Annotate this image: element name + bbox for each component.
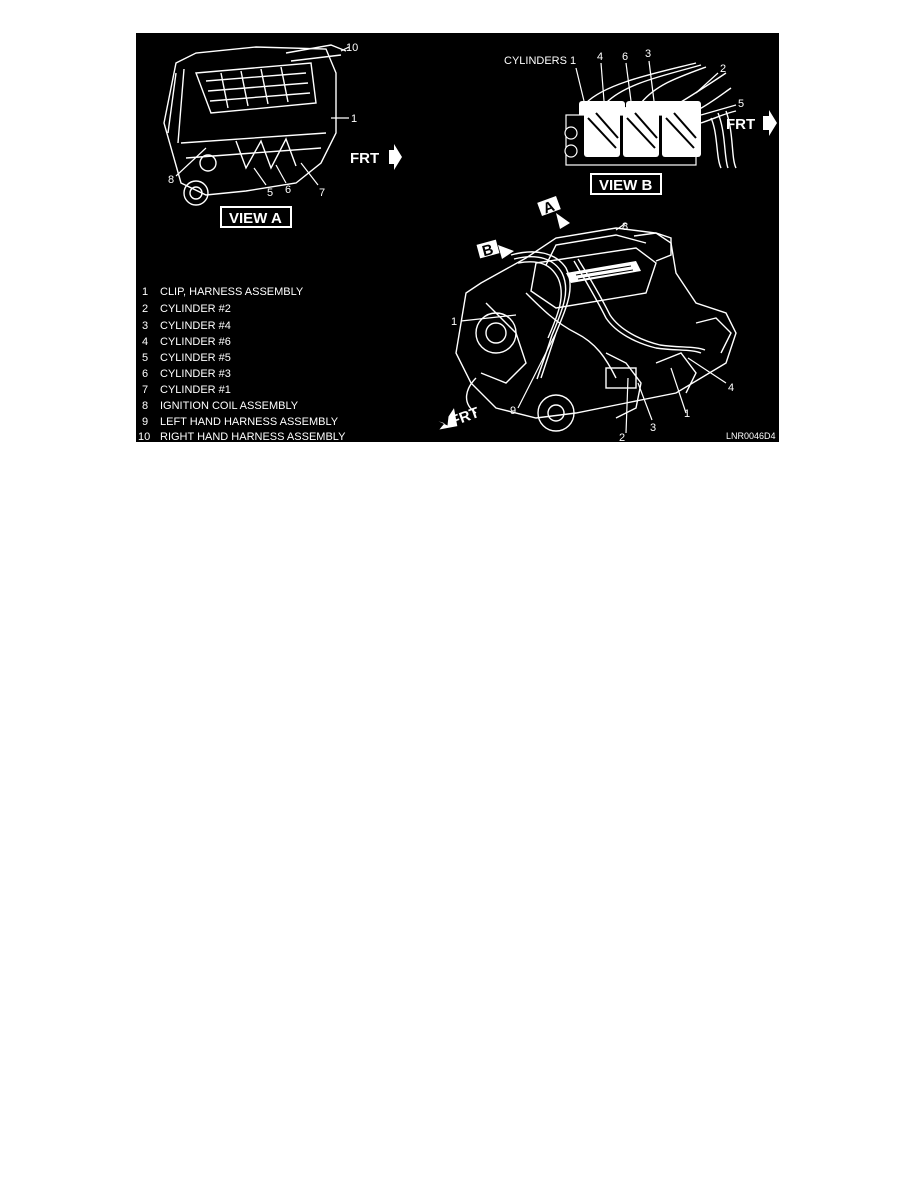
legend-item: 1 CLIP, HARNESS ASSEMBLY bbox=[142, 286, 304, 298]
callout-5: 5 bbox=[738, 98, 744, 110]
view-b-title-box bbox=[590, 173, 662, 195]
callout-3: 3 bbox=[645, 48, 651, 60]
main-engine-drawing bbox=[438, 196, 737, 434]
legend-text: CYLINDER #1 bbox=[160, 384, 231, 396]
view-a-title: VIEW A bbox=[229, 210, 282, 227]
callout-1b: 1 bbox=[684, 408, 690, 420]
legend-item: 7 CYLINDER #1 bbox=[142, 384, 231, 396]
view-a-title-box bbox=[220, 206, 292, 228]
callout-4: 4 bbox=[728, 382, 734, 394]
view-a-callouts: 10 1 8 5 6 7 FRT bbox=[168, 42, 379, 199]
main-view-labels: A B 8 1 9 2 3 1 4 FRT bbox=[448, 198, 734, 442]
callout-6: 6 bbox=[622, 51, 628, 63]
legend-number: 2 bbox=[142, 303, 148, 315]
frt-label: FRT bbox=[350, 150, 379, 167]
callout-1: 1 bbox=[351, 113, 357, 125]
view-a-drawing bbox=[163, 44, 402, 206]
callout-2: 2 bbox=[720, 63, 726, 75]
legend-text: RIGHT HAND HARNESS ASSEMBLY bbox=[160, 431, 346, 442]
frt-label: FRT bbox=[448, 404, 481, 430]
legend-text: IGNITION COIL ASSEMBLY bbox=[160, 400, 299, 412]
legend-text: CYLINDER #3 bbox=[160, 368, 231, 380]
legend-item: 6 CYLINDER #3 bbox=[142, 368, 231, 380]
legend-number: 10 bbox=[138, 431, 150, 442]
callout-7: 7 bbox=[319, 187, 325, 199]
legend: 1 CLIP, HARNESS ASSEMBLY 2 CYLINDER #2 3… bbox=[138, 286, 346, 442]
engine-illustration: 10 1 8 5 6 7 FRT VIEW A bbox=[136, 33, 779, 442]
legend-number: 3 bbox=[142, 320, 148, 332]
legend-number: 6 bbox=[142, 368, 148, 380]
legend-text: CYLINDER #5 bbox=[160, 352, 231, 364]
legend-text: CYLINDER #4 bbox=[160, 320, 231, 332]
legend-number: 7 bbox=[142, 384, 148, 396]
callout-9: 9 bbox=[510, 405, 516, 417]
callout-10: 10 bbox=[346, 42, 358, 54]
callout-6: 6 bbox=[285, 184, 291, 196]
view-marker-b: B bbox=[480, 241, 495, 260]
legend-number: 1 bbox=[142, 286, 148, 298]
callout-8: 8 bbox=[622, 221, 628, 233]
legend-item: 10 RIGHT HAND HARNESS ASSEMBLY bbox=[138, 431, 346, 442]
callout-8: 8 bbox=[168, 174, 174, 186]
legend-item: 2 CYLINDER #2 bbox=[142, 303, 231, 315]
legend-item: 5 CYLINDER #5 bbox=[142, 352, 231, 364]
legend-item: 8 IGNITION COIL ASSEMBLY bbox=[142, 400, 299, 412]
callout-4: 4 bbox=[597, 51, 603, 63]
figure-code: LNR0046D4 bbox=[726, 431, 776, 441]
legend-text: CYLINDER #2 bbox=[160, 303, 231, 315]
legend-item: 4 CYLINDER #6 bbox=[142, 336, 231, 348]
legend-number: 8 bbox=[142, 400, 148, 412]
legend-number: 5 bbox=[142, 352, 148, 364]
legend-number: 4 bbox=[142, 336, 148, 348]
view-b-title: VIEW B bbox=[599, 177, 653, 194]
legend-text: CLIP, HARNESS ASSEMBLY bbox=[160, 286, 304, 298]
legend-text: LEFT HAND HARNESS ASSEMBLY bbox=[160, 416, 339, 428]
callout-5: 5 bbox=[267, 187, 273, 199]
legend-text: CYLINDER #6 bbox=[160, 336, 231, 348]
legend-item: 9 LEFT HAND HARNESS ASSEMBLY bbox=[142, 416, 339, 428]
view-b-drawing bbox=[564, 60, 777, 169]
callout-2: 2 bbox=[619, 432, 625, 442]
legend-number: 9 bbox=[142, 416, 148, 428]
view-b-callouts: CYLINDERS 1 4 6 3 2 5 FRT bbox=[504, 48, 755, 133]
callout-1: 1 bbox=[451, 316, 457, 328]
cylinders-label: CYLINDERS 1 bbox=[504, 55, 576, 67]
frt-label: FRT bbox=[726, 116, 755, 133]
legend-item: 3 CYLINDER #4 bbox=[142, 320, 231, 332]
callout-3: 3 bbox=[650, 422, 656, 434]
